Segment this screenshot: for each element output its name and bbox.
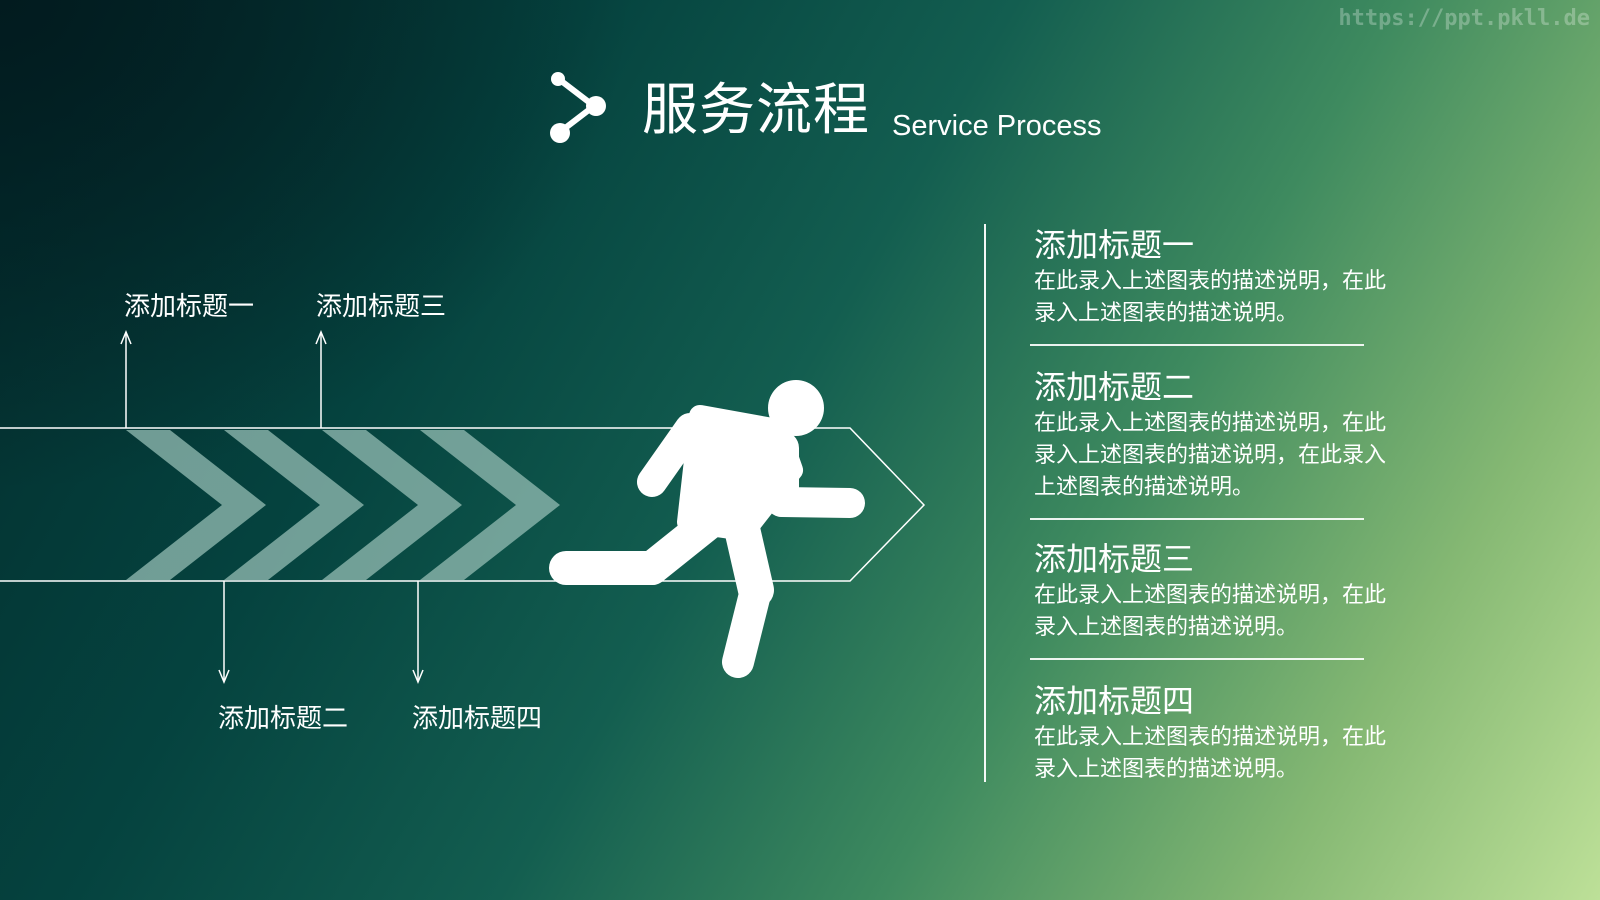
chevron-1 [126, 430, 266, 580]
list-item: 添加标题二 在此录入上述图表的描述说明，在此录入上述图表的描述说明，在此录入上述… [1034, 368, 1414, 504]
page-title: 服务流程 [642, 78, 870, 143]
chevron-3 [322, 430, 462, 580]
step-label-top-1: 添加标题一 [124, 292, 255, 322]
share-nodes-icon [550, 72, 606, 143]
chevron-2 [224, 430, 364, 580]
item-description: 在此录入上述图表的描述说明，在此录入上述图表的描述说明。 [1034, 269, 1387, 326]
list-item: 添加标题一 在此录入上述图表的描述说明，在此录入上述图表的描述说明。 [1034, 226, 1414, 330]
item-description: 在此录入上述图表的描述说明，在此录入上述图表的描述说明。 [1034, 583, 1387, 640]
item-description: 在此录入上述图表的描述说明，在此录入上述图表的描述说明，在此录入上述图表的描述说… [1034, 411, 1387, 500]
item-title: 添加标题二 [1034, 368, 1195, 406]
step-label-top-2: 添加标题三 [316, 292, 447, 322]
item-title: 添加标题一 [1034, 226, 1195, 264]
item-separator [1030, 518, 1364, 520]
item-description: 在此录入上述图表的描述说明，在此录入上述图表的描述说明。 [1034, 725, 1387, 782]
step-label-bottom-2: 添加标题四 [412, 704, 543, 734]
vertical-divider [984, 224, 986, 782]
list-item: 添加标题四 在此录入上述图表的描述说明，在此录入上述图表的描述说明。 [1034, 682, 1414, 786]
item-title: 添加标题三 [1034, 540, 1195, 578]
item-separator [1030, 344, 1364, 346]
step-label-bottom-1: 添加标题二 [218, 704, 349, 734]
list-item: 添加标题三 在此录入上述图表的描述说明，在此录入上述图表的描述说明。 [1034, 540, 1414, 644]
chevron-4 [420, 430, 560, 580]
watermark: https://ppt.pkll.de [1338, 6, 1590, 31]
item-separator [1030, 658, 1364, 660]
running-person-icon [549, 380, 865, 678]
item-title: 添加标题四 [1034, 682, 1195, 720]
page-subtitle: Service Process [892, 110, 1102, 142]
